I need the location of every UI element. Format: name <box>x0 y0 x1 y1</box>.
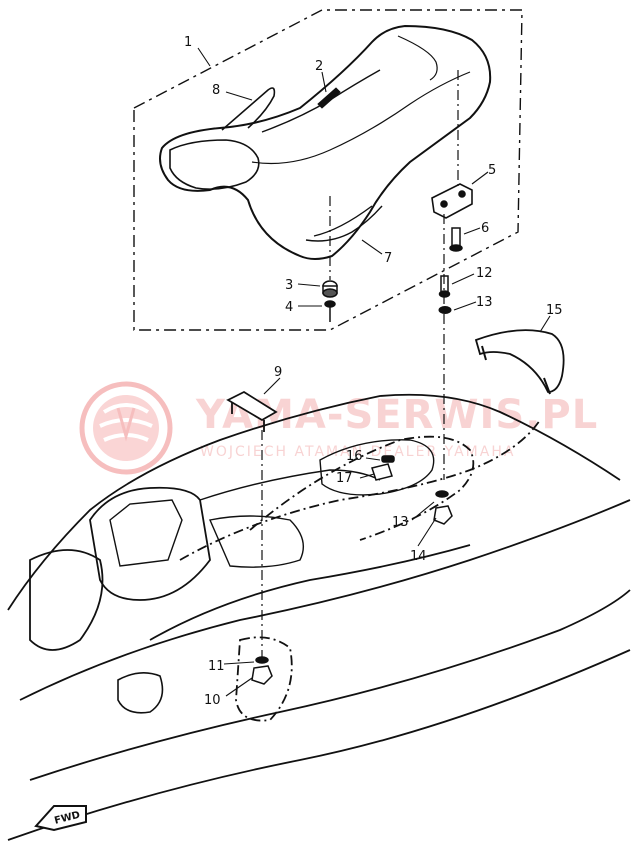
nut-13-14 <box>433 490 453 525</box>
callout-12: 12 <box>476 266 493 281</box>
callout-4: 4 <box>285 300 293 315</box>
watermark-logo-icon <box>79 381 173 475</box>
callout-1: 1 <box>184 35 192 50</box>
callout-5: 5 <box>488 163 496 178</box>
nut-16-17 <box>371 455 395 481</box>
callout-16: 16 <box>346 449 363 464</box>
nut-10-11 <box>251 656 273 685</box>
watermark-subtitle: WOJCIECH ATAMAN DEALER YAMAHA <box>200 444 515 460</box>
callout-14: 14 <box>410 549 427 564</box>
nut-3 <box>322 280 338 298</box>
bracket-5 <box>431 183 473 219</box>
callout-13-upper: 13 <box>476 295 493 310</box>
assembly-leader-lines <box>261 70 459 660</box>
callout-8: 8 <box>212 83 220 98</box>
callout-2: 2 <box>315 59 323 74</box>
callout-leaders <box>197 47 551 697</box>
callout-6: 6 <box>481 221 489 236</box>
watermark: YAMA-SERWIS.PL WOJCIECH ATAMAN DEALER YA… <box>79 381 597 475</box>
callout-10: 10 <box>204 693 221 708</box>
callout-7: 7 <box>384 251 392 266</box>
rear-cover-15 <box>474 329 565 395</box>
callout-15: 15 <box>546 303 563 318</box>
bracket-9 <box>226 390 278 432</box>
callout-13-lower: 13 <box>392 515 409 530</box>
callout-17: 17 <box>336 471 353 486</box>
seat <box>159 24 492 260</box>
bolt-4 <box>324 300 336 322</box>
washer-13-upper <box>438 306 452 314</box>
callout-3: 3 <box>285 278 293 293</box>
forward-arrow-icon: FWD <box>34 805 87 832</box>
callout-9: 9 <box>274 365 282 380</box>
bolt-6 <box>449 227 463 252</box>
hull-body <box>7 393 631 841</box>
callout-labels: 1 2 3 4 5 6 7 8 9 10 11 12 13 13 14 15 1… <box>184 35 563 708</box>
callout-11: 11 <box>208 659 225 674</box>
seat-assembly-boundary <box>133 9 523 331</box>
